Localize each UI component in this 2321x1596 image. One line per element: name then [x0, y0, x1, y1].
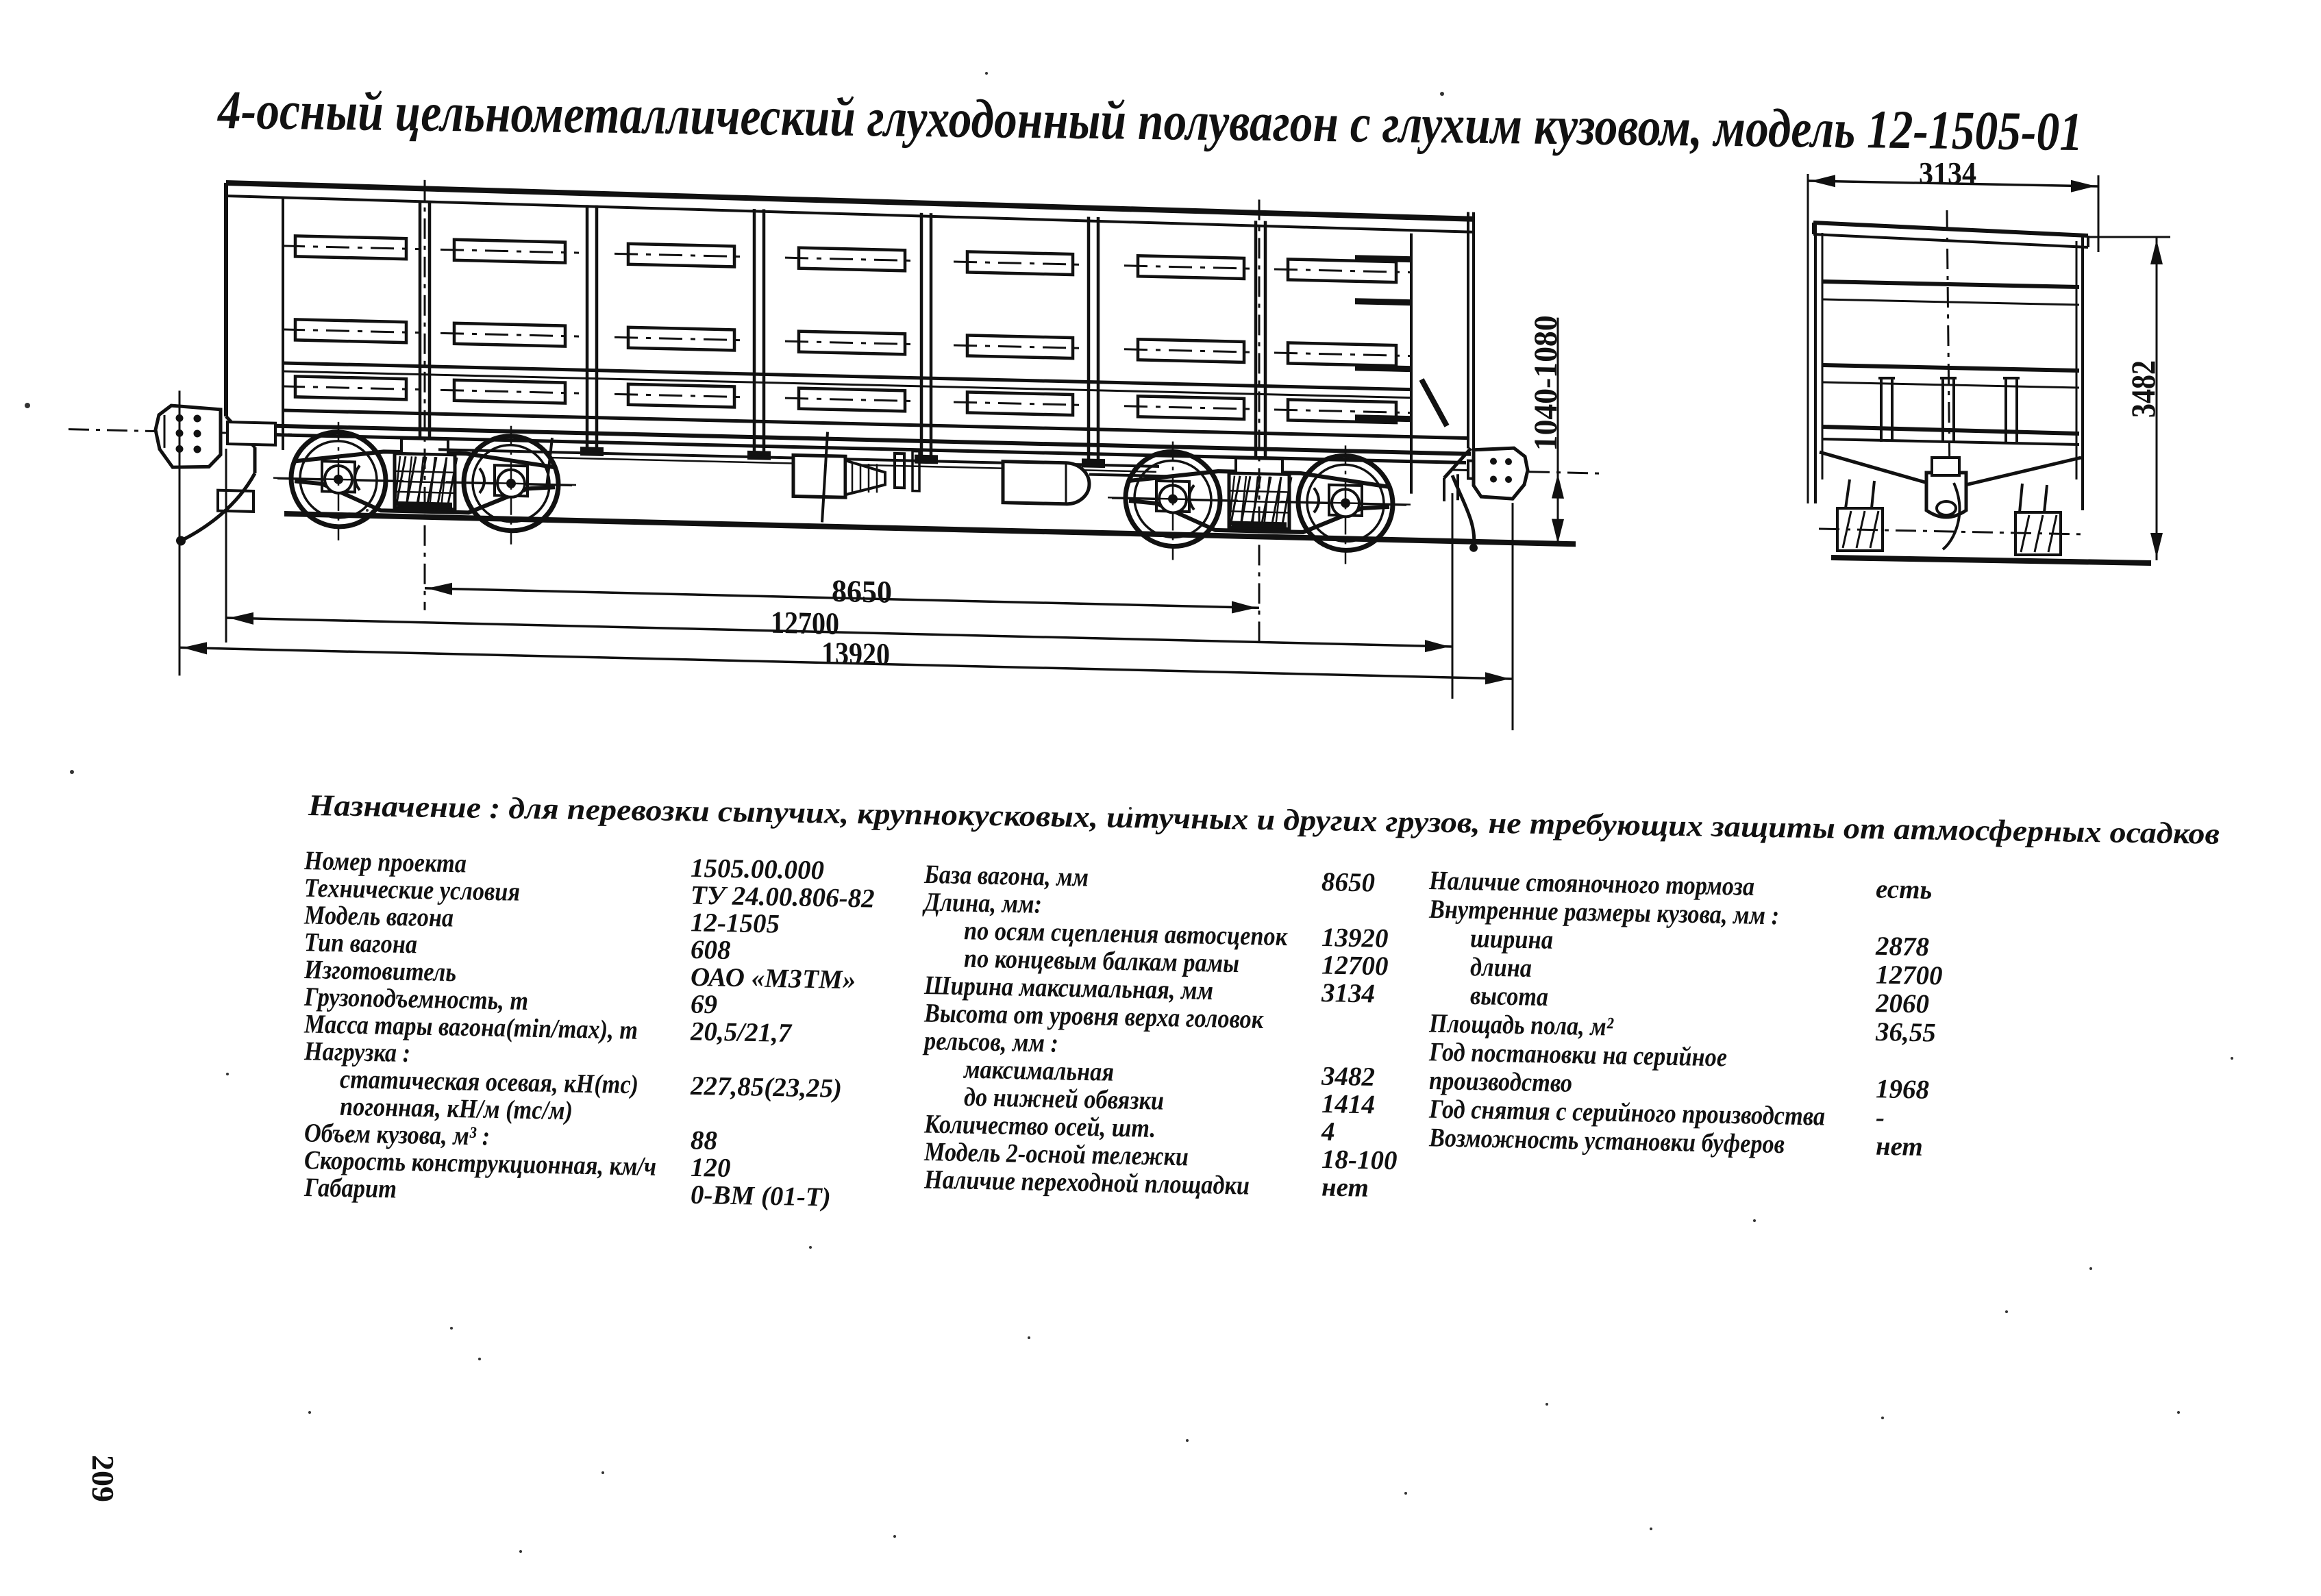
svg-text:1968: 1968: [1876, 1074, 1929, 1104]
svg-text:Грузоподъемность, т: Грузоподъемность, т: [303, 982, 528, 1016]
svg-text:нет: нет: [1876, 1132, 1923, 1162]
svg-text:3134: 3134: [1321, 978, 1375, 1008]
svg-text:69: 69: [691, 990, 717, 1020]
svg-text:ОАО «МЗТМ»: ОАО «МЗТМ»: [691, 962, 856, 995]
svg-text:Нагрузка :: Нагрузка :: [303, 1036, 410, 1068]
svg-text:Технические условия: Технические условия: [304, 873, 520, 907]
svg-text:высота: высота: [1470, 981, 1548, 1012]
svg-text:Площадь пола, м²: Площадь пола, м²: [1428, 1008, 1614, 1041]
svg-text:12700: 12700: [771, 605, 839, 641]
svg-text:0-ВМ (01-Т): 0-ВМ (01-Т): [691, 1180, 831, 1212]
svg-text:13920: 13920: [821, 635, 890, 671]
svg-text:Количество осей, шт.: Количество осей, шт.: [923, 1109, 1156, 1143]
svg-text:Высота от уровня верха головок: Высота от уровня верха головок: [923, 998, 1264, 1034]
svg-text:Номер проекта: Номер проекта: [303, 846, 467, 879]
svg-text:Длина, мм:: Длина, мм:: [922, 887, 1042, 919]
svg-text:ТУ 24.00.806-82: ТУ 24.00.806-82: [691, 881, 875, 914]
svg-text:есть: есть: [1876, 874, 1932, 905]
svg-text:Наличие переходной площадки: Наличие переходной площадки: [923, 1164, 1250, 1200]
svg-text:3482: 3482: [1321, 1062, 1375, 1092]
svg-text:Модель 2-осной тележки: Модель 2-осной тележки: [923, 1137, 1189, 1171]
svg-text:3482: 3482: [2124, 360, 2162, 418]
svg-text:12700: 12700: [1321, 951, 1388, 982]
svg-text:36,55: 36,55: [1875, 1017, 1936, 1048]
svg-text:Возможность установки буферов: Возможность установки буферов: [1428, 1123, 1785, 1159]
svg-text:рельсов, мм :: рельсов, мм :: [922, 1026, 1058, 1058]
svg-text:-: -: [1876, 1103, 1885, 1132]
svg-text:8650: 8650: [832, 573, 892, 610]
svg-text:4: 4: [1321, 1117, 1335, 1147]
svg-text:Внутренние размеры кузова, мм: Внутренние размеры кузова, мм :: [1428, 895, 1779, 931]
svg-text:Объем кузова, м³ :: Объем кузова, м³ :: [304, 1118, 490, 1151]
svg-text:608: 608: [691, 935, 730, 965]
svg-text:до нижней обвязки: до нижней обвязки: [964, 1082, 1164, 1116]
svg-text:по осям сцепления автосцепок: по осям сцепления автосцепок: [964, 916, 1288, 951]
svg-text:20,5/21,7: 20,5/21,7: [690, 1017, 793, 1048]
svg-text:88: 88: [691, 1125, 717, 1156]
svg-text:Изготовитель: Изготовитель: [303, 955, 456, 987]
svg-text:по концевым балкам рамы: по концевым балкам рамы: [964, 944, 1239, 979]
svg-text:Год постановки на серийное: Год постановки на серийное: [1428, 1037, 1727, 1072]
svg-text:Масса тары вагона(min/max), т: Масса тары вагона(min/max), т: [303, 1009, 638, 1045]
svg-text:длина: длина: [1470, 952, 1532, 983]
svg-text:120: 120: [691, 1153, 730, 1183]
svg-text:максимальная: максимальная: [963, 1055, 1114, 1087]
svg-text:Модель вагона: Модель вагона: [303, 900, 454, 932]
svg-text:производство: производство: [1429, 1066, 1572, 1098]
svg-text:ширина: ширина: [1470, 924, 1553, 955]
svg-text:статическая осевая, кН(тс): статическая осевая, кН(тс): [340, 1064, 638, 1099]
svg-text:3134: 3134: [1919, 155, 1976, 190]
svg-text:погонная, кН/м (тс/м): погонная, кН/м (тс/м): [340, 1092, 573, 1125]
svg-text:1040-1080: 1040-1080: [1528, 315, 1564, 451]
svg-text:227,85(23,25): 227,85(23,25): [690, 1071, 842, 1104]
svg-text:12-1505: 12-1505: [691, 908, 780, 938]
svg-text:нет: нет: [1321, 1173, 1369, 1203]
svg-text:Габарит: Габарит: [303, 1173, 397, 1204]
svg-text:Ширина максимальная, мм: Ширина максимальная, мм: [923, 971, 1213, 1006]
svg-text:2878: 2878: [1875, 932, 1929, 962]
svg-text:1505.00.000: 1505.00.000: [691, 853, 824, 886]
svg-text:Наличие стояночного тормоза: Наличие стояночного тормоза: [1428, 866, 1754, 901]
svg-text:1414: 1414: [1321, 1089, 1375, 1119]
svg-text:Скорость конструкционная, км/ч: Скорость конструкционная, км/ч: [304, 1145, 656, 1182]
svg-text:209: 209: [86, 1455, 121, 1502]
svg-text:Тип вагона: Тип вагона: [304, 927, 417, 959]
svg-text:18-100: 18-100: [1321, 1145, 1397, 1175]
svg-text:8650: 8650: [1321, 867, 1375, 897]
svg-text:2060: 2060: [1875, 988, 1929, 1019]
svg-text:13920: 13920: [1321, 923, 1388, 953]
svg-text:База вагона, мм: База вагона, мм: [923, 860, 1089, 893]
svg-text:12700: 12700: [1876, 960, 1942, 990]
